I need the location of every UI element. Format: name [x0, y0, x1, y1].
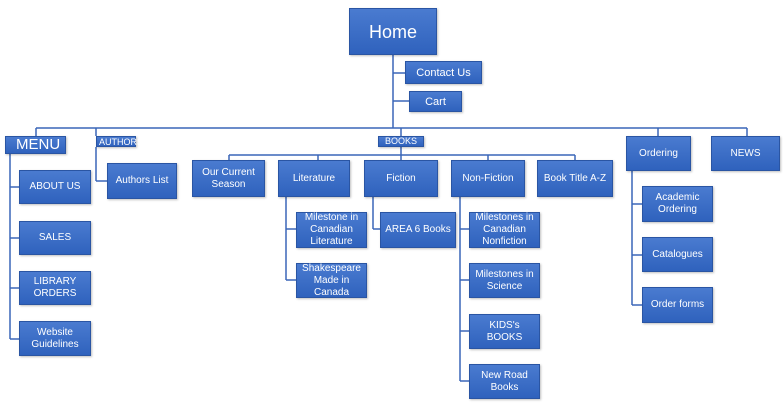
- area-6-books-node[interactable]: AREA 6 Books: [380, 212, 456, 248]
- authors-node[interactable]: AUTHORS: [96, 136, 143, 147]
- milestones-in-science-node[interactable]: Milestones in Science: [469, 263, 540, 298]
- fiction-node[interactable]: Fiction: [364, 160, 438, 197]
- milestones-canadian-nonfiction-node[interactable]: Milestones in Canadian Nonfiction: [469, 212, 540, 248]
- news-node[interactable]: NEWS: [711, 136, 780, 171]
- menu-item-website-guidelines[interactable]: Website Guidelines: [19, 321, 91, 356]
- contact-us-node[interactable]: Contact Us: [405, 61, 482, 84]
- menu-node[interactable]: MENU: [5, 136, 66, 154]
- milestone-canadian-literature-node[interactable]: Milestone in Canadian Literature: [296, 212, 367, 248]
- literature-node[interactable]: Literature: [278, 160, 350, 197]
- menu-item-sales[interactable]: SALES: [19, 221, 91, 255]
- book-title-az-node[interactable]: Book Title A-Z: [537, 160, 613, 197]
- order-forms-node[interactable]: Order forms: [642, 287, 713, 323]
- ordering-node[interactable]: Ordering: [626, 136, 691, 171]
- catalogues-node[interactable]: Catalogues: [642, 237, 713, 272]
- home-node[interactable]: Home: [349, 8, 437, 55]
- books-node[interactable]: BOOKS: [378, 136, 424, 147]
- new-road-books-node[interactable]: New Road Books: [469, 364, 540, 399]
- menu-item-about-us[interactable]: ABOUT US: [19, 170, 91, 204]
- cart-node[interactable]: Cart: [409, 91, 462, 112]
- menu-item-library-orders[interactable]: LIBRARY ORDERS: [19, 271, 91, 305]
- kids-books-node[interactable]: KIDS's BOOKS: [469, 314, 540, 349]
- academic-ordering-node[interactable]: Academic Ordering: [642, 186, 713, 222]
- non-fiction-node[interactable]: Non-Fiction: [451, 160, 525, 197]
- our-current-season-node[interactable]: Our Current Season: [192, 160, 265, 197]
- authors-list-node[interactable]: Authors List: [107, 163, 177, 199]
- shakespeare-made-in-canada-node[interactable]: Shakespeare Made in Canada: [296, 263, 367, 298]
